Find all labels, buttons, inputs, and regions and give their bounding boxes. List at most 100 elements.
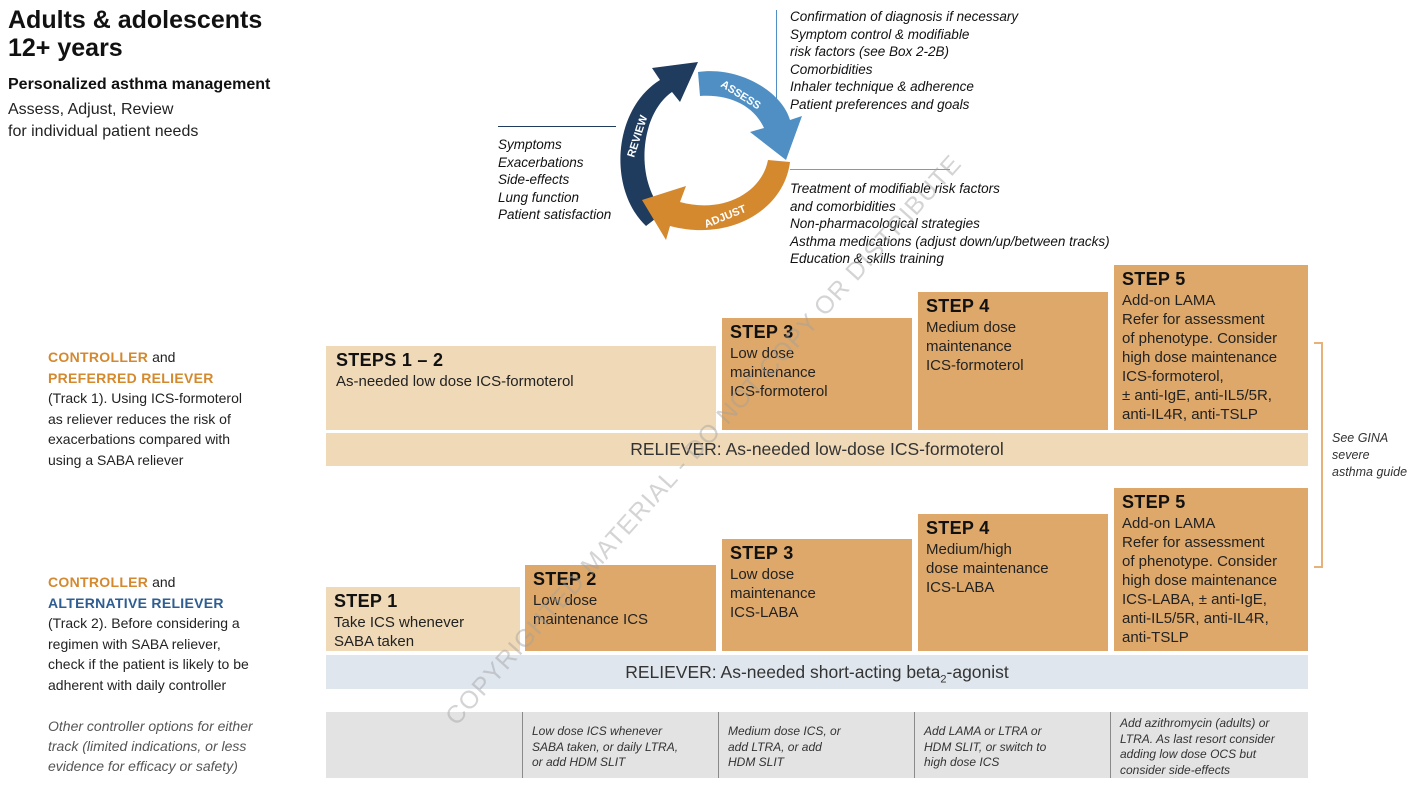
track1-step-4: STEP 4 Medium dose maintenance ICS-formo… [918, 292, 1108, 430]
adjust-list: Treatment of modifiable risk factors and… [790, 180, 1110, 268]
desc-line-2: for individual patient needs [8, 123, 199, 140]
severe-bracket [1314, 342, 1323, 568]
adjust-item: Education & skills training [790, 251, 944, 266]
review-item: Lung function [498, 189, 580, 205]
other-cell-empty [326, 712, 522, 778]
step-line: of phenotype. Consider [1122, 553, 1278, 570]
track1-desc-line: using a SABA reliever [48, 451, 184, 468]
step-line: maintenance [730, 585, 816, 602]
adjust-connector [790, 169, 950, 170]
track1-desc-line: exacerbations compared with [48, 431, 231, 447]
step-title: STEP 5 [1122, 492, 1186, 512]
description: Assess, Adjust, Review for individual pa… [8, 99, 198, 143]
other-divider [1110, 712, 1111, 778]
track2-desc-line: regimen with SABA reliever, [48, 635, 221, 652]
other-cell-step4: Add LAMA or LTRA or HDM SLIT, or switch … [914, 712, 1110, 778]
step-line: ICS-formoterol [926, 357, 1024, 374]
step-title: STEP 4 [926, 296, 990, 316]
step-line: ICS-LABA [730, 604, 799, 621]
review-arrow [620, 62, 698, 226]
step-line: Take ICS whenever [334, 614, 465, 631]
adjust-item: Treatment of modifiable risk factors [790, 181, 1000, 196]
assess-item: risk factors (see Box 2-2B) [790, 44, 950, 59]
review-connector [498, 126, 616, 127]
step-line: ICS-formoterol, [1122, 368, 1224, 385]
assess-item: Patient preferences and goals [790, 96, 970, 112]
assess-connector [776, 10, 777, 102]
track1-step-3: STEP 3 Low dose maintenance ICS-formoter… [722, 318, 912, 430]
track1-steps-1-2: STEPS 1 – 2 As-needed low dose ICS-formo… [326, 346, 716, 430]
assess-list: Confirmation of diagnosis if necessary S… [790, 8, 1018, 113]
adjust-item: Asthma medications (adjust down/up/betwe… [790, 233, 1110, 249]
review-item: Exacerbations [498, 154, 584, 170]
other-divider [914, 712, 915, 778]
adjust-item: Non-pharmacological strategies [790, 216, 980, 231]
assess-item: Confirmation of diagnosis if necessary [790, 9, 1019, 24]
step-line: ICS-LABA [926, 579, 995, 596]
other-cell-line: Add azithromycin (adults) or [1120, 716, 1270, 730]
step-line: ICS-LABA, ± anti-IgE, [1122, 591, 1267, 608]
assess-item: Inhaler technique & adherence [790, 79, 974, 94]
assess-arrow [698, 71, 802, 160]
reliever-text-end: -agonist [946, 662, 1009, 682]
track2-desc-line: (Track 2). Before considering a [48, 615, 240, 631]
note-line: See GINA [1332, 431, 1389, 445]
track2-reliever-band: RELIEVER: As-needed short-acting beta2-a… [326, 655, 1308, 689]
other-cell-line: adding low dose OCS but [1120, 747, 1257, 761]
other-cell-line: SABA taken, or daily LTRA, [532, 739, 679, 754]
track2-and: and [148, 574, 176, 590]
track2-step-4: STEP 4 Medium/high dose maintenance ICS-… [918, 514, 1108, 651]
track1-label: CONTROLLER and PREFERRED RELIEVER (Track… [48, 347, 242, 470]
step-line: Add-on LAMA [1122, 515, 1216, 532]
review-item: Patient satisfaction [498, 207, 612, 222]
track2-step-1: STEP 1 Take ICS whenever SABA taken [326, 587, 520, 651]
track2-step-5: STEP 5 Add-on LAMA Refer for assessment … [1114, 488, 1308, 651]
step-line: dose maintenance [926, 560, 1049, 577]
adjust-item: and comorbidities [790, 198, 896, 214]
track1-reliever-label: PREFERRED RELIEVER [48, 369, 214, 386]
reliever-subscript: 2 [940, 673, 947, 686]
step-line: anti-IL4R, anti-TSLP [1122, 406, 1258, 423]
review-item: Symptoms [498, 137, 562, 152]
track2-step-2: STEP 2 Low dose maintenance ICS [525, 565, 716, 651]
track1-reliever-band: RELIEVER: As-needed low-dose ICS-formote… [326, 433, 1308, 466]
other-options-label: Other controller options for either trac… [48, 716, 253, 776]
track1-desc-line: as reliever reduces the risk of [48, 410, 231, 427]
step-line: maintenance [926, 338, 1012, 355]
assess-item: Comorbidities [790, 61, 873, 77]
step-line: ICS-formoterol [730, 383, 828, 400]
other-label-line: Other controller options for either [48, 718, 253, 734]
other-label-line: track (limited indications, or less [48, 738, 247, 754]
step-line: ± anti-IgE, anti-IL5/5R, [1122, 387, 1272, 404]
review-item: Side-effects [498, 172, 570, 187]
other-cell-line: Add LAMA or LTRA or [924, 724, 1042, 738]
step-line: Refer for assessment [1122, 311, 1265, 328]
track1-controller-label: CONTROLLER [48, 349, 149, 365]
step-line: high dose maintenance [1122, 572, 1278, 589]
step-title: STEP 3 [730, 322, 794, 342]
step-line: SABA taken [334, 633, 415, 650]
step-line: Low dose [533, 592, 598, 609]
adjust-arrow [642, 160, 790, 240]
step-line: Medium/high [926, 541, 1012, 558]
step-title: STEP 2 [533, 569, 597, 589]
subtitle: Personalized asthma management [8, 76, 271, 93]
other-divider [718, 712, 719, 778]
step-line: high dose maintenance [1122, 349, 1278, 366]
step-title: STEP 5 [1122, 269, 1186, 289]
other-cell-step2: Low dose ICS whenever SABA taken, or dai… [522, 712, 718, 778]
review-list: Symptoms Exacerbations Side-effects Lung… [498, 136, 611, 224]
step-line: anti-IL5/5R, anti-IL4R, [1122, 610, 1269, 627]
other-cell-line: Medium dose ICS, or [728, 724, 841, 738]
track2-controller-label: CONTROLLER [48, 574, 149, 590]
track1-step-5: STEP 5 Add-on LAMA Refer for assessment … [1114, 265, 1308, 430]
step-line: anti-TSLP [1122, 629, 1189, 646]
title-line-2: 12+ years [8, 34, 123, 62]
title-line-1: Adults & adolescents [8, 6, 263, 34]
other-divider [522, 712, 523, 778]
track2-desc-line: adherent with daily controller [48, 676, 227, 693]
note-line: asthma guide [1332, 465, 1408, 479]
other-cell-line: consider side-effects [1120, 762, 1231, 777]
step-title: STEP 1 [334, 591, 398, 611]
other-cell-line: HDM SLIT [728, 755, 785, 769]
